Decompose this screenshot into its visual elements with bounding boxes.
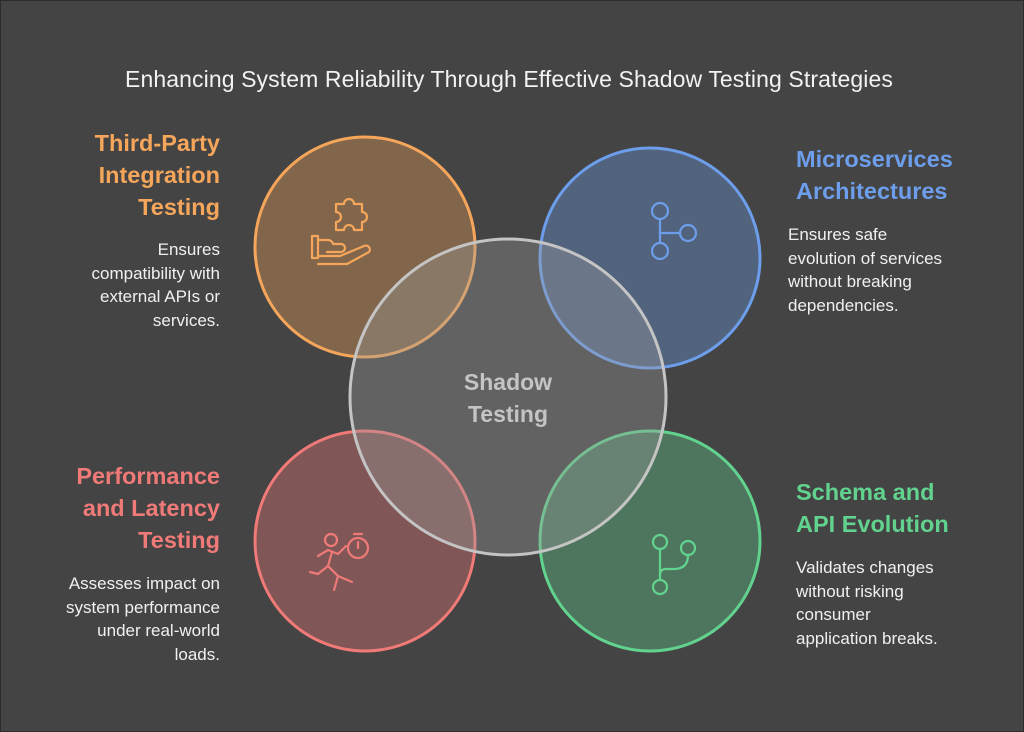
microservices-heading: Microservices Architectures [796,146,953,204]
diagram-title: Enhancing System Reliability Through Eff… [125,66,893,92]
schema-description: Validates changes without risking consum… [796,558,938,648]
third-party-heading: Third-Party Integration Testing [94,130,220,220]
schema-heading: Schema and API Evolution [796,479,949,537]
branch-icon [650,201,698,261]
microservices-description: Ensures safe evolution of services witho… [788,225,943,315]
merge-icon [651,533,697,596]
performance-description: Assesses impact on system performance un… [66,574,220,664]
third-party-description: Ensures compatibility with external APIs… [91,240,221,330]
performance-heading: Performance and Latency Testing [76,463,220,553]
circle-third-party [253,135,477,359]
runner-stopwatch-icon [308,532,370,592]
puzzle-hand-icon [310,197,371,266]
circle-schema [538,429,762,653]
circle-shadow-testing [348,237,668,557]
circle-microservices [538,146,762,370]
center-label: Shadow Testing [463,369,553,427]
